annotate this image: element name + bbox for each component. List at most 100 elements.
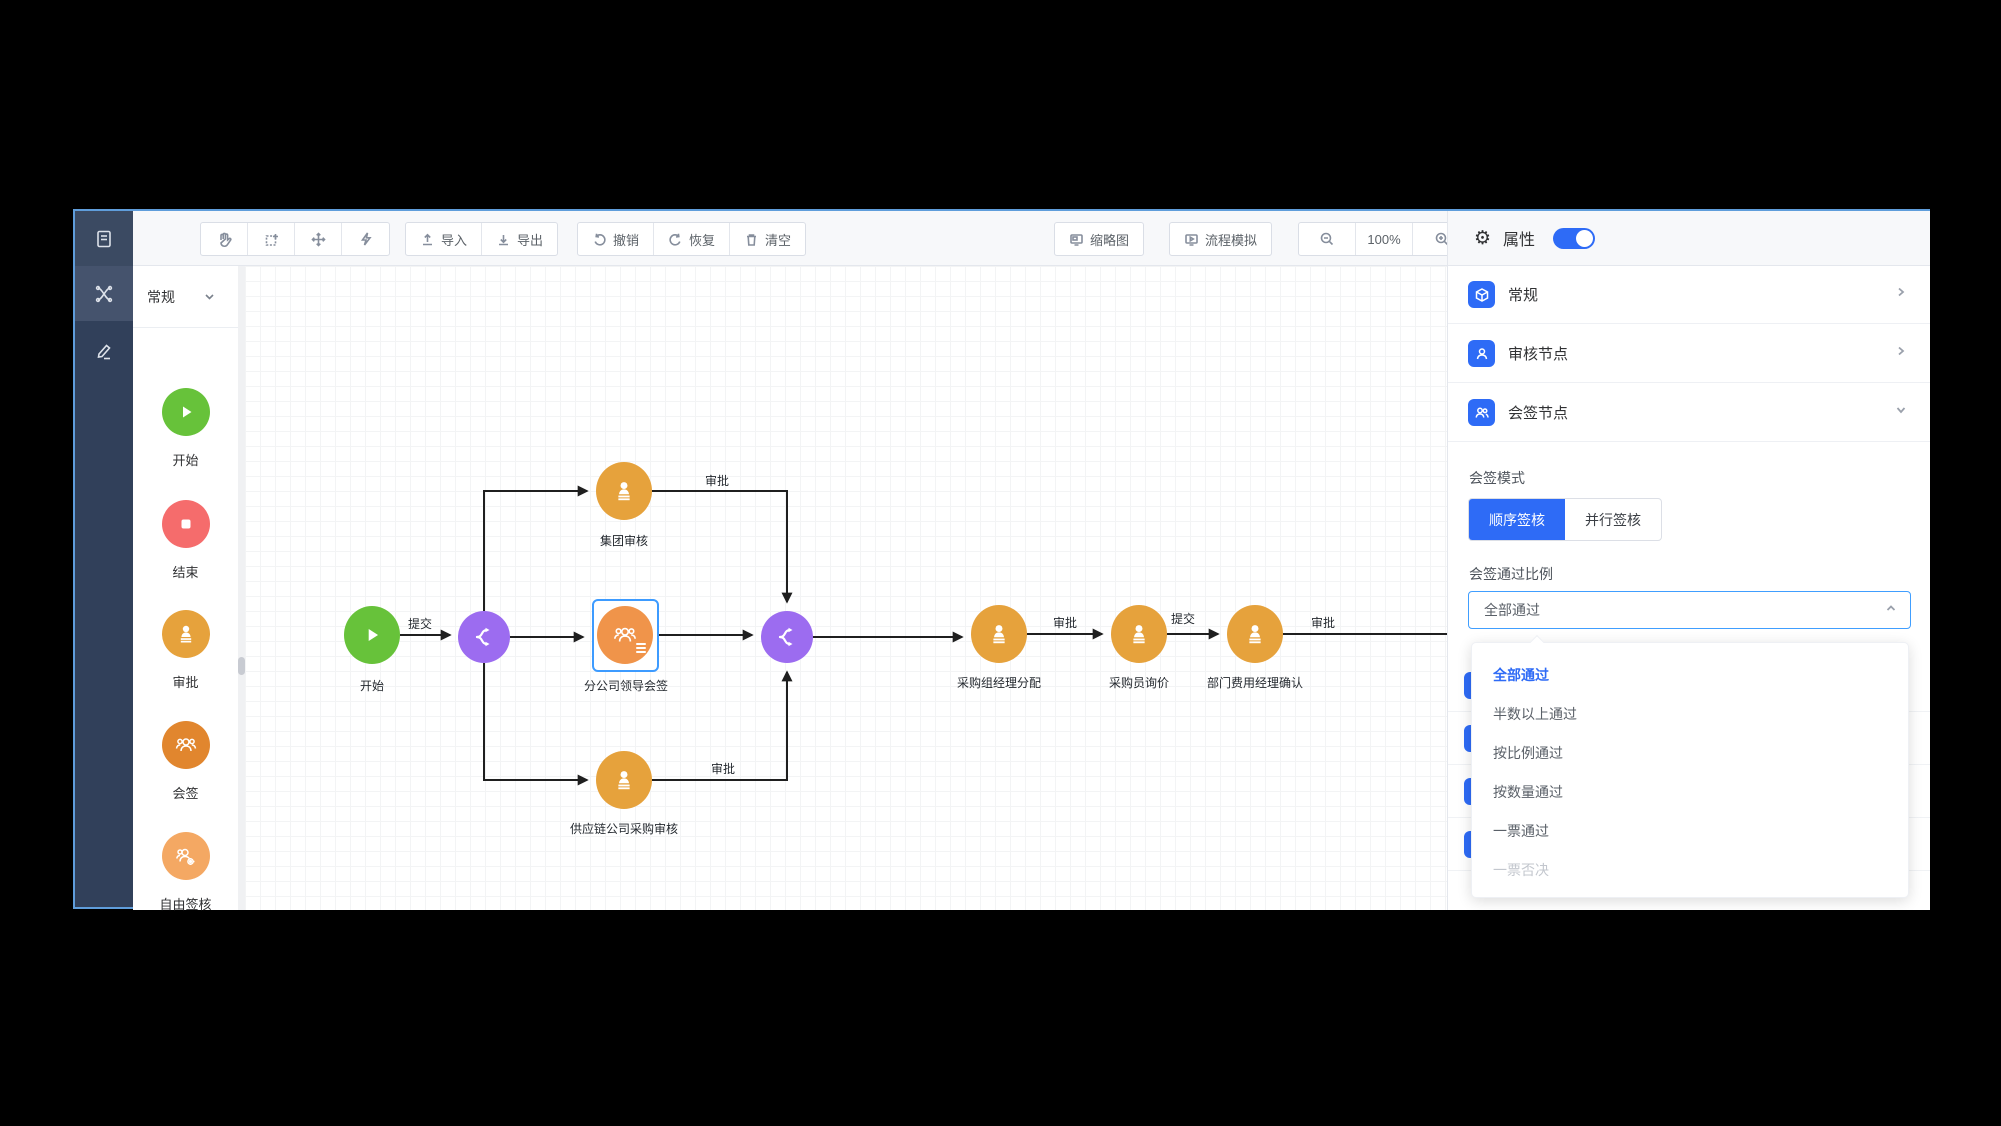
node-label: 供应链公司采购审核 [569,822,679,836]
properties-toggle[interactable] [1553,227,1596,249]
option-one-vote-veto[interactable]: 一票否决 [1493,861,1549,878]
people-icon [175,738,196,752]
section-general[interactable]: 常规 [1448,266,1930,324]
option-majority-pass[interactable]: 半数以上通过 [1493,705,1577,722]
redo-label: 恢复 [689,232,716,248]
node-buyer-inquiry[interactable] [1111,605,1167,663]
undo-button[interactable]: 撤销 [578,223,655,255]
edge-label-submit[interactable]: 提交 [407,617,433,631]
pencil-icon [97,343,111,359]
chevron-right-icon [1894,344,1908,363]
palette-scrollbar-thumb[interactable] [238,657,245,675]
gateway-node[interactable] [458,611,510,663]
minimap-button[interactable]: 缩略图 [1055,223,1143,255]
palette-scrollbar[interactable] [238,266,245,910]
activity-tab-edit[interactable] [75,323,133,378]
edge-label-approve[interactable]: 审批 [1052,616,1078,630]
redo-button[interactable]: 恢复 [654,223,731,255]
export-label: 导出 [517,232,544,248]
move-icon [310,231,326,247]
node-group-review[interactable] [596,462,652,520]
sign-mode-sequential[interactable]: 顺序签核 [1469,499,1565,540]
split-icon [475,627,490,647]
clear-button[interactable]: 清空 [730,223,805,255]
section-review-node[interactable]: 审核节点 [1448,325,1930,383]
split-icon [778,627,793,647]
minimap-icon [1070,233,1083,246]
palette-group-header[interactable]: 常规 [133,266,245,328]
flow-canvas[interactable]: 提交 审批 审批 审批 提交 审批 开始 集团审核 [245,266,1447,910]
node-menu-icon[interactable] [636,643,646,655]
gear-icon: ⚙ [1474,227,1492,249]
palette-item-label: 自由签核 [159,897,212,912]
quick-connect-button[interactable] [342,223,389,255]
palette-group-label: 常规 [147,288,175,305]
canvas-toolbar: 导入 导出 撤销 恢复 [133,211,1471,266]
zoom-in-button[interactable] [1413,223,1470,255]
edge-label-submit[interactable]: 提交 [1170,612,1196,626]
chevron-down-icon [1894,403,1908,422]
activity-tab-document[interactable] [75,211,133,266]
people-gear-icon [175,848,194,865]
undo-label: 撤销 [613,232,640,248]
section-countersign-node[interactable]: 会签节点 [1448,384,1930,442]
node-label: 开始 [359,679,385,693]
pan-tool-button[interactable] [201,223,248,255]
option-one-vote-pass[interactable]: 一票通过 [1493,822,1549,839]
palette-item-label: 审批 [172,675,199,690]
export-button[interactable]: 导出 [482,223,557,255]
sign-mode-parallel[interactable]: 并行签核 [1585,511,1641,528]
cube-icon [1468,281,1495,308]
pass-ratio-label: 会签通过比例 [1469,566,1553,582]
import-button[interactable]: 导入 [406,223,483,255]
properties-title: 属性 [1503,232,1536,249]
edge-label-approve[interactable]: 审批 [1310,616,1336,630]
node-dept-expense-manager[interactable] [1227,605,1283,663]
node-supply-chain-review[interactable] [596,751,652,809]
play-icon [182,406,191,418]
stamp-icon [618,771,630,790]
simulate-button[interactable]: 流程模拟 [1170,223,1271,255]
node-palette: 常规 开始 结束 审批 [133,266,245,913]
chevron-up-icon [1884,601,1898,620]
section-label: 会签节点 [1508,405,1569,422]
properties-header: ⚙ 属性 [1447,211,1930,266]
pass-ratio-dropdown: 全部通过 半数以上通过 按比例通过 按数量通过 一票通过 一票否决 [1471,634,1909,898]
properties-panel: 常规 审核节点 会签节点 会签模式 顺序签核 并 [1447,266,1930,910]
palette-item-free-sign[interactable]: 自由签核 [133,832,238,913]
node-label: 采购员询价 [1108,676,1170,690]
palette-item-label: 会签 [172,786,199,801]
activity-tab-workflow[interactable] [75,266,133,321]
gateway-node[interactable] [761,611,813,663]
move-tool-button[interactable] [295,223,342,255]
node-start[interactable] [344,606,400,664]
hand-icon [219,232,232,247]
section-label: 审核节点 [1508,346,1569,363]
workflow-icon [95,285,113,302]
palette-item-start[interactable]: 开始 [133,388,238,469]
marquee-select-button[interactable] [248,223,295,255]
option-all-pass[interactable]: 全部通过 [1493,666,1549,683]
document-icon [97,230,111,247]
zoom-out-button[interactable] [1299,223,1356,255]
pass-ratio-select[interactable]: 全部通过 [1468,591,1911,629]
node-purchase-group-manager[interactable] [971,605,1027,663]
flow-edges [400,485,1447,786]
marquee-select-icon [265,233,278,246]
people-icon [1468,399,1495,426]
edge-label-approve[interactable]: 审批 [710,762,736,776]
activity-bar [75,211,133,907]
redo-icon [669,233,681,246]
sign-mode-label: 会签模式 [1469,470,1525,486]
stop-icon [181,519,190,529]
node-branch-leader-countersign[interactable] [597,606,653,664]
history-group: 撤销 恢复 清空 [577,222,807,256]
option-ratio-pass[interactable]: 按比例通过 [1493,744,1563,761]
palette-item-approve[interactable]: 审批 [133,610,238,691]
edge-label-approve[interactable]: 审批 [704,474,730,488]
palette-item-end[interactable]: 结束 [133,500,238,581]
option-count-pass[interactable]: 按数量通过 [1493,783,1563,800]
zoom-in-icon [1435,232,1448,246]
node-label: 集团审核 [599,534,649,548]
palette-item-countersign[interactable]: 会签 [133,721,238,802]
